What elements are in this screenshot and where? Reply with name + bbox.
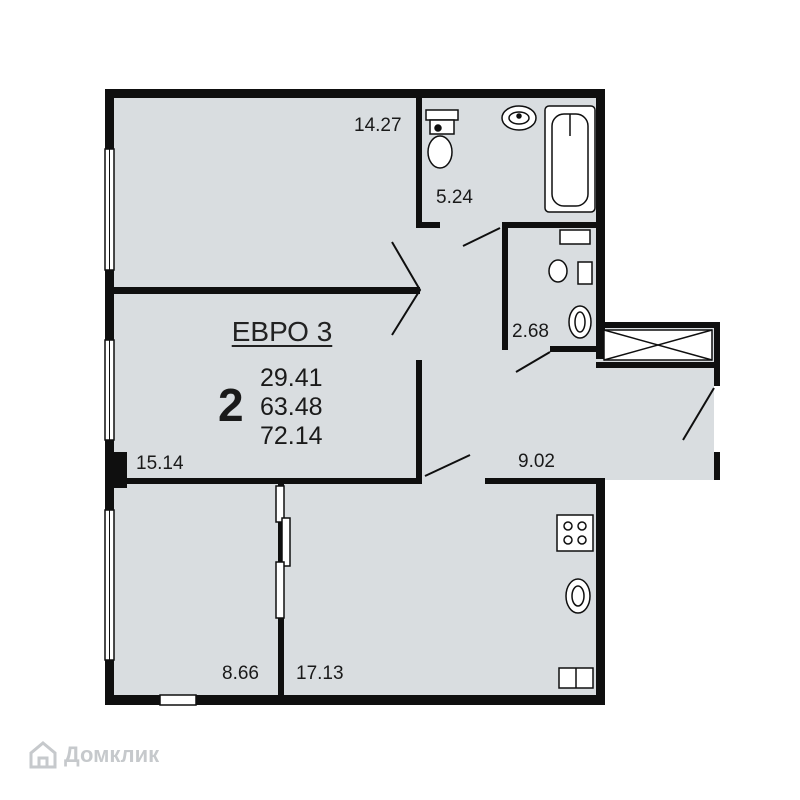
watermark-text: Домклик (64, 742, 160, 767)
total-area: 63.48 (260, 393, 323, 421)
apartment-type-label: ЕВРО 3 (231, 316, 333, 347)
toilet-icon (548, 259, 568, 283)
total-area-with-balcony: 72.14 (260, 422, 323, 450)
area-bath-main: 5.24 (436, 187, 473, 208)
area-hall: 9.02 (518, 451, 555, 472)
floor-fill (107, 95, 714, 700)
vent-shaft (603, 329, 713, 361)
fixtures (425, 105, 596, 689)
area-kitchen: 17.13 (296, 663, 344, 684)
door-swings (391, 227, 715, 477)
living-area: 29.41 (260, 364, 323, 392)
toilet-tank-icon (577, 261, 593, 285)
watermark: Домклик (28, 740, 159, 770)
apartment-info-box: ЕВРО 3 2 29.41 63.48 72.14 (204, 308, 360, 460)
area-room-middle: 15.14 (136, 453, 184, 474)
windows (104, 148, 197, 706)
area-summary: 29.41 63.48 72.14 (260, 364, 323, 451)
area-bath-small: 2.68 (512, 321, 549, 342)
house-logo-icon (29, 741, 57, 769)
toilet-icon (427, 135, 453, 169)
sliding-doors (275, 485, 291, 619)
toilet-tank-icon (425, 109, 459, 121)
walls (105, 89, 720, 705)
area-wardrobe: 8.66 (222, 663, 259, 684)
area-room-top-left: 14.27 (354, 115, 402, 136)
stove-icon (556, 514, 594, 552)
rooms-count: 2 (218, 379, 244, 431)
